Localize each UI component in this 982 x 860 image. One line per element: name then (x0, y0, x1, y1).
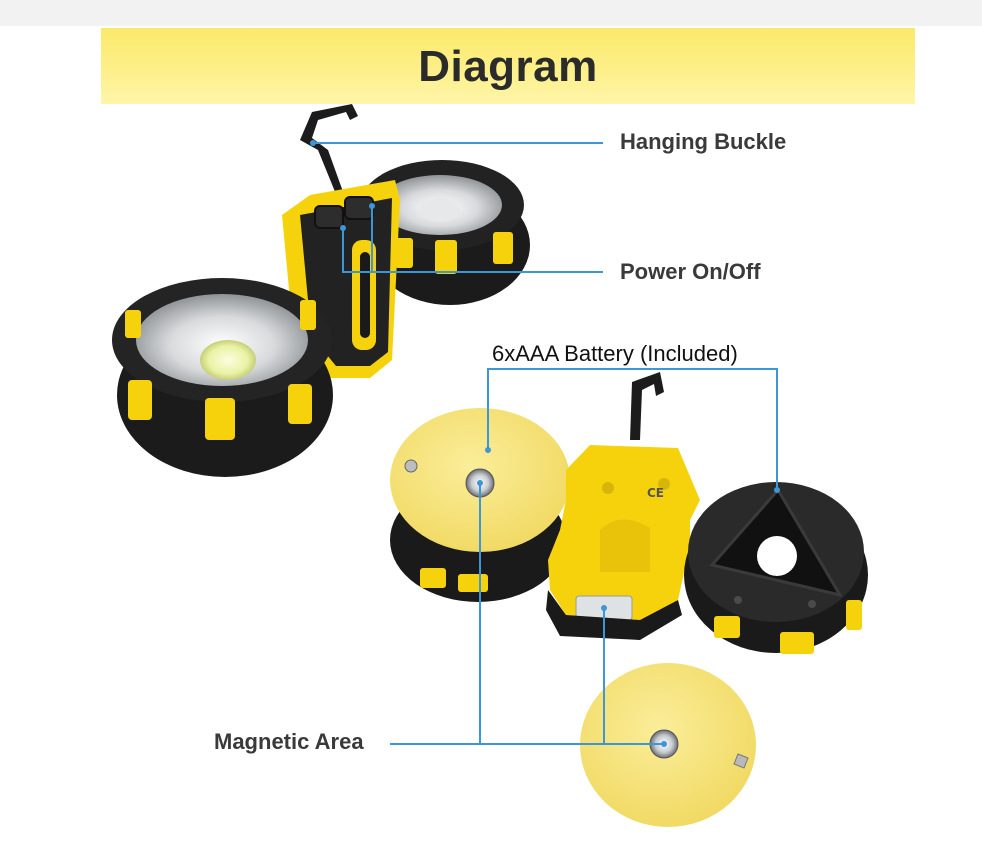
leader-battery (487, 368, 778, 490)
title-banner: Diagram (101, 28, 915, 104)
hanging-hook-icon (630, 372, 664, 440)
callout-power: Power On/Off (620, 259, 761, 284)
diagram-title: Diagram (418, 42, 598, 91)
right-light-head (360, 160, 530, 305)
leader-dots (310, 140, 780, 747)
hanging-hook-icon (300, 104, 358, 204)
center-body-piece: CE (546, 372, 700, 640)
assembled-lamp (112, 104, 530, 477)
disassembled-lamp: CE (390, 372, 868, 827)
top-strip (0, 0, 982, 26)
leader-power (342, 228, 603, 273)
ce-mark-icon: CE (647, 486, 664, 500)
power-button-icon (314, 196, 374, 229)
callout-battery: 6xAAA Battery (Included) (492, 341, 738, 366)
loose-cover-disc (580, 663, 756, 827)
left-light-head (112, 278, 333, 477)
battery-compartment (684, 482, 868, 654)
leader-lines (313, 142, 778, 745)
callout-hanging-buckle: Hanging Buckle (620, 129, 787, 154)
callout-magnetic: Magnetic Area (214, 729, 364, 754)
screw-icon (733, 753, 749, 769)
